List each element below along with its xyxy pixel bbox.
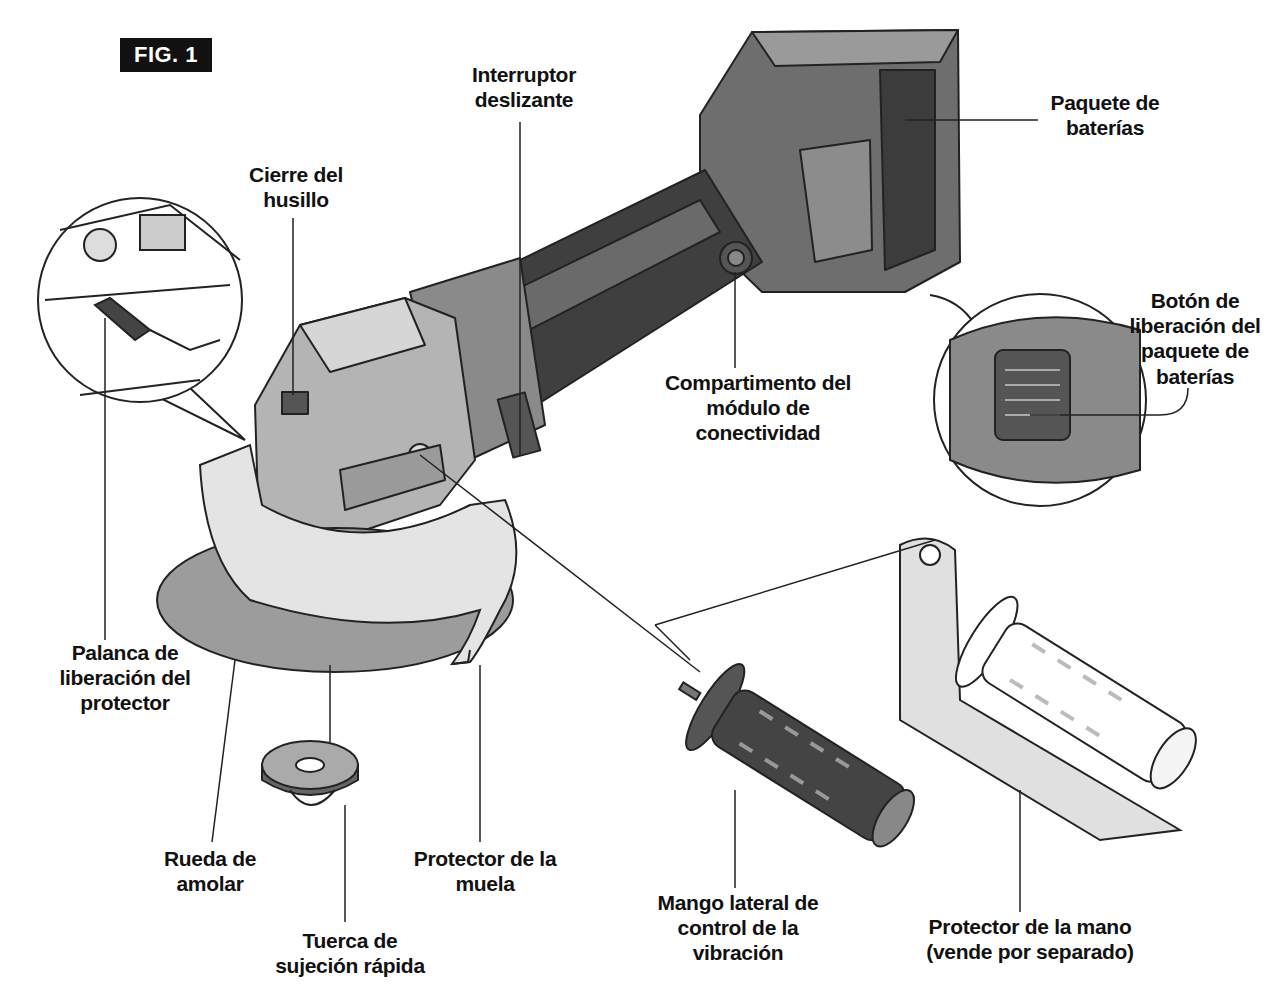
figure-tag: FIG. 1 xyxy=(120,38,212,72)
part-label: Cierre del husillo xyxy=(226,162,366,212)
release-button xyxy=(995,350,1070,440)
guard-handle xyxy=(946,589,1215,811)
part-label: Compartimento del módulo de conectividad xyxy=(651,370,866,446)
leader-line xyxy=(479,665,481,842)
part-label: Rueda de amolar xyxy=(150,846,270,896)
zoom-detail xyxy=(140,215,185,250)
battery-face xyxy=(800,140,872,262)
leader-line xyxy=(734,790,736,888)
battery-top xyxy=(752,30,958,66)
clamp-nut xyxy=(262,741,358,805)
leader-line xyxy=(329,665,331,742)
module-compartment xyxy=(720,242,752,274)
bracket-line xyxy=(655,540,935,660)
battery-pack xyxy=(700,30,960,292)
hand-guard xyxy=(900,539,1214,840)
part-label: Paquete de baterías xyxy=(1035,90,1175,140)
leader-line xyxy=(1019,790,1021,912)
zoom-pointer xyxy=(930,295,975,325)
figure-number: FIG. 1 xyxy=(134,42,198,68)
part-label: Protector de la muela xyxy=(410,846,560,896)
zoom-line xyxy=(45,285,230,300)
gear-head-top xyxy=(300,298,425,372)
part-label: Palanca de liberación del protector xyxy=(50,640,200,716)
guard-edge xyxy=(452,650,470,664)
leader-lines xyxy=(105,120,1188,922)
battery-detail xyxy=(950,317,1140,483)
grip-dots xyxy=(740,711,849,799)
wheel-guard xyxy=(200,445,516,664)
handle-end xyxy=(864,784,922,853)
zoom-line xyxy=(80,380,200,395)
leader-line xyxy=(519,122,521,455)
nut-hole xyxy=(296,758,324,772)
leader-line xyxy=(420,455,700,672)
spindle-lock xyxy=(282,392,308,414)
gear-vent xyxy=(340,445,445,510)
zoom-circle xyxy=(934,294,1146,506)
leader-line xyxy=(212,660,235,842)
nut-top xyxy=(262,741,358,789)
release-zoom xyxy=(930,294,1146,506)
guard-lever xyxy=(95,298,150,340)
part-label: Botón de liberación del paquete de bater… xyxy=(1108,288,1276,389)
zoom-line xyxy=(150,330,220,350)
module-compartment-center xyxy=(728,250,744,266)
zoom-detail xyxy=(84,229,116,261)
battery-side xyxy=(880,70,935,270)
nut-ring xyxy=(290,790,335,805)
part-label: Mango lateral de control de la vibración xyxy=(646,890,831,966)
lever-zoom xyxy=(38,198,245,440)
zoom-circle xyxy=(38,198,242,402)
gear-head xyxy=(255,298,475,545)
leader-line xyxy=(905,119,1038,121)
button-ridges xyxy=(1005,370,1060,415)
handle-thread xyxy=(679,682,700,699)
leader-line xyxy=(344,805,346,922)
zoom-line xyxy=(60,205,240,260)
grip-dots xyxy=(1010,644,1121,735)
guard-hole xyxy=(920,545,940,565)
leader-line xyxy=(734,272,736,368)
leader-line xyxy=(104,318,106,640)
leader-line xyxy=(292,218,294,395)
part-label: Protector de la mano (vende por separado… xyxy=(905,914,1155,964)
handle-end xyxy=(1142,721,1205,796)
grinder-body xyxy=(255,30,960,545)
wheel-assembly xyxy=(157,445,516,672)
slide-switch xyxy=(498,392,541,457)
part-label: Interruptor deslizante xyxy=(442,62,607,112)
side-handle xyxy=(655,643,932,868)
leader-line xyxy=(1030,388,1188,415)
part-label: Tuerca de sujeción rápida xyxy=(260,928,440,978)
